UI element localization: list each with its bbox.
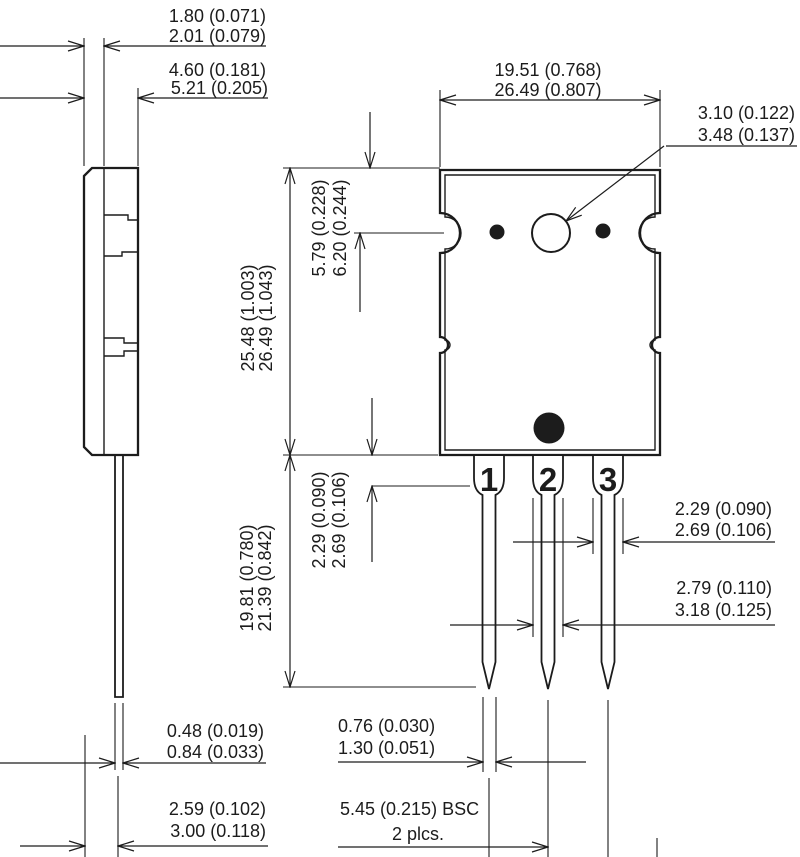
lead-2 bbox=[532, 456, 564, 690]
dim-label-shoulder-length-mm: 2.29 (0.090) bbox=[309, 471, 329, 568]
dim-label-lead-offset-mm: 2.59 (0.102) bbox=[169, 799, 266, 819]
pin-2-label: 2 bbox=[539, 461, 557, 498]
dim-label-body-width-in: 26.49 (0.807) bbox=[494, 80, 601, 100]
dim-label-center-lead-width-mm: 2.79 (0.110) bbox=[676, 578, 772, 598]
side-step-line bbox=[104, 337, 138, 344]
dim-label-body-thickness-in: 5.21 (0.205) bbox=[171, 78, 268, 98]
dim-label-hole-to-top-in: 6.20 (0.244) bbox=[330, 179, 350, 276]
dim-label-shoulder-length-in: 2.69 (0.106) bbox=[329, 471, 349, 568]
pin-1-label: 1 bbox=[480, 461, 498, 498]
dim-label-lead-length-mm: 19.81 (0.780) bbox=[237, 524, 257, 631]
side-lead bbox=[114, 455, 124, 698]
lead-3 bbox=[592, 456, 624, 690]
front-view: 1 2 3 bbox=[438, 168, 662, 690]
mounting-hole bbox=[531, 213, 571, 253]
dim-label-body-width-mm: 19.51 (0.768) bbox=[494, 60, 601, 80]
dim-label-lead-offset-in: 3.00 (0.118) bbox=[170, 821, 266, 841]
right-dot bbox=[595, 223, 611, 239]
hole-leader-arrow bbox=[566, 145, 665, 221]
dim-label-tab-thickness-mm: 1.80 (0.071) bbox=[169, 6, 266, 26]
bottom-dot bbox=[533, 412, 565, 444]
dim-label-lead-pitch-places: 2 plcs. bbox=[392, 824, 444, 844]
dim-label-lead-thickness-mm: 0.48 (0.019) bbox=[167, 721, 264, 741]
dim-label-shoulder-width-in: 2.69 (0.106) bbox=[675, 520, 772, 540]
dim-label-tab-thickness-in: 2.01 (0.079) bbox=[169, 26, 266, 46]
dim-label-lead-pitch: 5.45 (0.215) BSC bbox=[340, 799, 479, 819]
dim-label-shoulder-width-mm: 2.29 (0.090) bbox=[675, 499, 772, 519]
dim-label-mounting-hole-mm: 3.10 (0.122) bbox=[698, 103, 795, 123]
dim-label-lead-tip-width-in: 1.30 (0.051) bbox=[338, 738, 435, 758]
dim-label-lead-tip-width-mm: 0.76 (0.030) bbox=[338, 716, 435, 736]
side-body-outline bbox=[82, 166, 140, 457]
front-body-outline bbox=[438, 168, 662, 457]
dim-label-body-thickness-mm: 4.60 (0.181) bbox=[169, 60, 266, 80]
dimension-labels: 1.80 (0.071) 2.01 (0.079) 4.60 (0.181) 5… bbox=[167, 6, 795, 844]
lead-1 bbox=[473, 456, 505, 690]
dimension-lines bbox=[0, 46, 797, 847]
front-body-inner-outline bbox=[444, 174, 656, 451]
dim-label-body-height-mm: 25.48 (1.003) bbox=[238, 264, 258, 371]
side-step-line bbox=[104, 350, 138, 357]
side-step-line bbox=[104, 251, 138, 257]
side-view bbox=[82, 166, 140, 698]
dim-label-body-height-in: 26.49 (1.043) bbox=[256, 264, 276, 371]
dim-label-mounting-hole-in: 3.48 (0.137) bbox=[698, 125, 795, 145]
dim-label-lead-thickness-in: 0.84 (0.033) bbox=[167, 742, 264, 762]
dim-label-lead-length-in: 21.39 (0.842) bbox=[255, 524, 275, 631]
dim-label-hole-to-top-mm: 5.79 (0.228) bbox=[309, 179, 329, 276]
dim-label-center-lead-width-in: 3.18 (0.125) bbox=[675, 600, 772, 620]
extension-lines bbox=[83, 38, 661, 857]
pin-3-label: 3 bbox=[599, 461, 617, 498]
left-dot bbox=[489, 224, 505, 240]
side-step-line bbox=[104, 214, 138, 221]
